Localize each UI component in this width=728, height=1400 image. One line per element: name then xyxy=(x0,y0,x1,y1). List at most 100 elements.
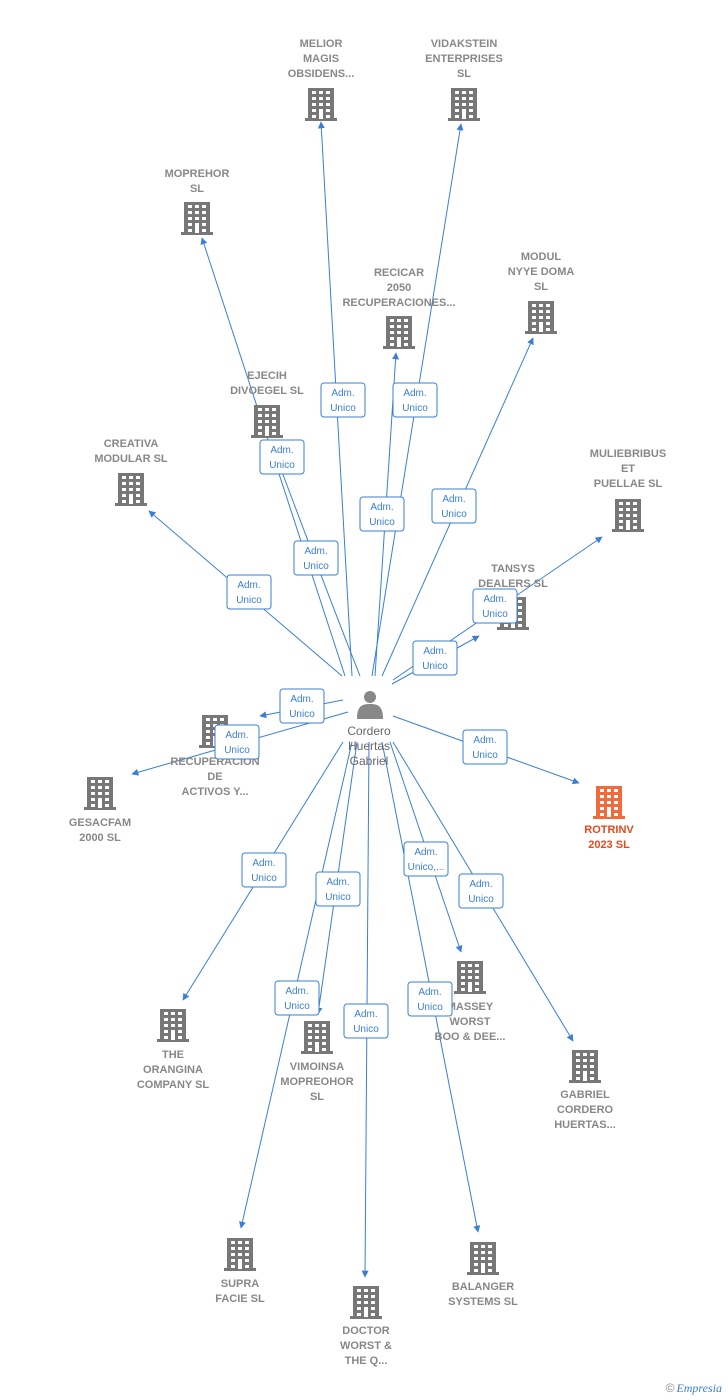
edge-label-text: Adm. xyxy=(473,735,496,746)
building-icon xyxy=(84,777,116,810)
edge-label-text: Unico xyxy=(422,661,448,672)
company-name-line: BALANGER xyxy=(452,1281,514,1293)
edge-label-text: Adm. xyxy=(290,694,313,705)
edge-label-text: Unico xyxy=(472,750,498,761)
edge-label-text: Unico xyxy=(325,892,351,903)
company-name-line: DIVOEGEL SL xyxy=(230,385,304,397)
company-node-muliebribus[interactable]: MULIEBRIBUS ET PUELLAE SL xyxy=(590,448,666,532)
edge-label-muliebribus[interactable]: Adm.Unico xyxy=(472,588,518,624)
building-icon xyxy=(612,499,644,532)
company-node-supra[interactable]: SUPRA FACIE SL xyxy=(215,1238,265,1305)
edge-label-text: Adm. xyxy=(285,986,308,997)
edge-label-orangina[interactable]: Adm.Unico xyxy=(241,852,287,888)
edge-label-text: Adm. xyxy=(423,646,446,657)
company-name-line: MAGIS xyxy=(303,53,339,65)
edge-label-vidakstein[interactable]: Adm.Unico xyxy=(392,382,438,418)
company-node-gabriel[interactable]: GABRIELCORDEROHUERTAS... xyxy=(554,1050,616,1131)
edge-label-melior[interactable]: Adm.Unico xyxy=(320,382,366,418)
edge-label-creativa[interactable]: Adm.Unico xyxy=(226,574,272,610)
company-name-line: MULIEBRIBUS xyxy=(590,448,666,460)
edge-label-text: Adm. xyxy=(370,502,393,513)
company-node-melior[interactable]: MELIORMAGISOBSIDENS... xyxy=(288,38,355,121)
company-name-line: HUERTAS... xyxy=(554,1119,616,1131)
edge-label-text: Unico xyxy=(482,609,508,620)
person-name-line: Huertas xyxy=(348,739,390,753)
edge-label-supra[interactable]: Adm. Unico xyxy=(274,980,320,1016)
edge-label-massey[interactable]: Adm.Unico,... xyxy=(403,841,449,877)
edge-label-text: Adm. xyxy=(403,388,426,399)
building-icon xyxy=(467,1242,499,1275)
company-name-line: COMPANY SL xyxy=(137,1079,210,1091)
company-name-line: RECICAR xyxy=(374,267,424,279)
edge-label-recuperacion[interactable]: Adm.Unico xyxy=(214,724,260,760)
nodes-layer: MELIORMAGISOBSIDENS...VIDAKSTEINENTERPRI… xyxy=(69,38,666,1367)
company-node-balanger[interactable]: BALANGER SYSTEMS SL xyxy=(448,1242,518,1308)
company-name-line: FACIE SL xyxy=(215,1293,265,1305)
company-name-line: SUPRA xyxy=(221,1278,260,1290)
edge-label-text: Unico xyxy=(417,1002,443,1013)
edge-label-modul[interactable]: Adm.Unico xyxy=(431,488,477,524)
building-icon xyxy=(115,473,147,506)
building-icon xyxy=(251,405,283,438)
edge-label-text: Unico xyxy=(284,1001,310,1012)
person-icon xyxy=(357,691,383,719)
company-name-line: RECUPERACIONES... xyxy=(342,297,455,309)
edge-label-balanger[interactable]: Adm.Unico xyxy=(407,981,453,1017)
company-name-line: NYYE DOMA xyxy=(508,266,575,278)
company-name-line: DEALERS SL xyxy=(478,578,548,590)
edge-label-doctor[interactable]: Adm.Unico xyxy=(343,1003,389,1039)
company-name-line: THE Q... xyxy=(345,1355,388,1367)
edge-label-ejecih[interactable]: Adm.Unico xyxy=(259,439,305,475)
edge-label-rotrinv[interactable]: Adm. Unico xyxy=(462,729,508,765)
edge-label-vimoinsa[interactable]: Adm.Unico xyxy=(315,871,361,907)
footer-brand[interactable]: ©Empresia xyxy=(666,1381,722,1396)
company-name-line: PUELLAE SL xyxy=(594,478,663,490)
company-name-line: ET xyxy=(621,463,635,475)
edge-label-gesacfam[interactable]: Adm. Unico xyxy=(279,688,325,724)
company-node-recicar[interactable]: RECICAR2050RECUPERACIONES... xyxy=(342,267,456,349)
edge-label-text: Adm. xyxy=(270,445,293,456)
company-name-line: MELIOR xyxy=(300,38,343,50)
company-name-line: 2000 SL xyxy=(79,832,121,844)
edge-label-gabriel[interactable]: Adm.Unico xyxy=(458,873,504,909)
edge-label-text: Unico xyxy=(289,709,315,720)
company-name-line: DOCTOR xyxy=(342,1325,390,1337)
building-icon xyxy=(350,1286,382,1319)
edge-label-text: Unico,... xyxy=(408,862,445,873)
edge-label-tansys[interactable]: Adm. Unico xyxy=(412,640,458,676)
building-icon xyxy=(593,786,625,819)
company-name-line: SL xyxy=(190,183,204,195)
edge-label-text: Adm. xyxy=(252,858,275,869)
building-icon xyxy=(224,1238,256,1271)
company-name-line: MOPREOHOR xyxy=(280,1076,353,1088)
company-name-line: BOO & DEE... xyxy=(435,1031,506,1043)
building-icon xyxy=(383,316,415,349)
company-name-line: ROTRINV xyxy=(584,824,634,836)
edge-label-text: Adm. xyxy=(304,546,327,557)
edge-label-moprehor[interactable]: Adm.Unico xyxy=(293,540,339,576)
copyright-symbol: © xyxy=(665,1381,675,1395)
edge-label-text: Adm. xyxy=(442,494,465,505)
building-icon xyxy=(448,88,480,121)
company-name-line: MASSEY xyxy=(447,1001,494,1013)
company-name-line: SYSTEMS SL xyxy=(448,1296,518,1308)
building-icon xyxy=(525,301,557,334)
company-name-line: CORDERO xyxy=(557,1104,614,1116)
edge-label-recicar[interactable]: Adm.Unico xyxy=(359,496,405,532)
company-name-line: VIDAKSTEIN xyxy=(431,38,498,50)
company-name-line: SL xyxy=(534,281,548,293)
building-icon xyxy=(305,88,337,121)
